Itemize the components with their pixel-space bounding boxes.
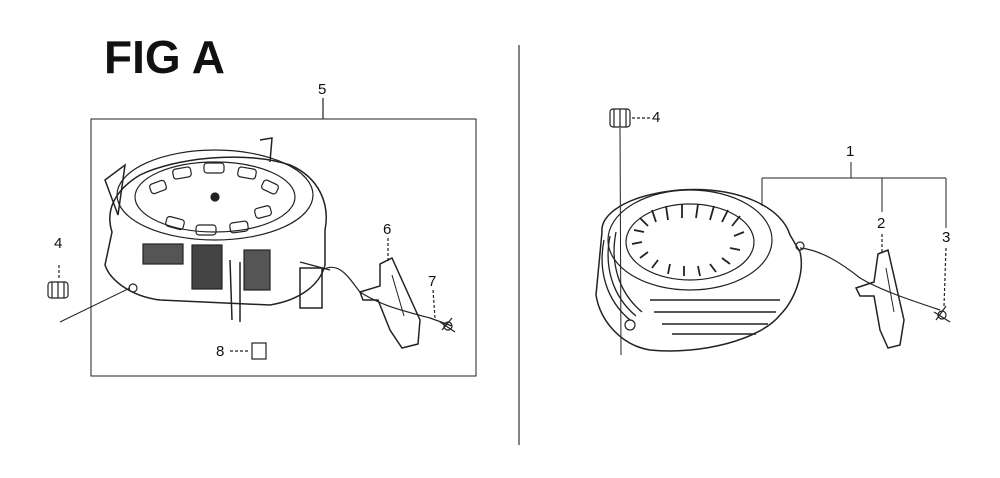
leader-7 — [432, 289, 436, 319]
right-handle — [854, 248, 905, 349]
callout-5: 5 — [318, 81, 327, 98]
callout-8: 8 — [216, 343, 225, 360]
left-assembly-group — [47, 98, 477, 377]
left-handle — [359, 256, 421, 349]
right-assembly-group — [595, 108, 951, 356]
left-starter-housing — [104, 137, 331, 322]
callout-3: 3 — [942, 229, 951, 246]
callout-4-right: 4 — [652, 109, 661, 126]
callout-4-left: 4 — [54, 235, 63, 252]
callout-2: 2 — [877, 215, 886, 232]
leader-nut-down — [619, 127, 622, 356]
left-clip-part — [251, 342, 267, 360]
left-rope-clip — [439, 317, 456, 333]
left-nut — [47, 281, 69, 299]
leader-4-left-diag — [59, 287, 131, 323]
callout-7: 7 — [428, 273, 437, 290]
fig-title: FIG A — [104, 31, 225, 83]
right-rope-clip — [933, 305, 951, 323]
callout-1: 1 — [846, 143, 855, 160]
right-starter-housing — [595, 188, 805, 352]
leader-3 — [943, 247, 947, 307]
assembly-box — [90, 118, 477, 377]
right-nut — [609, 108, 631, 128]
bracket-1 — [761, 162, 947, 228]
right-rope — [799, 247, 941, 311]
callout-6: 6 — [383, 221, 392, 238]
